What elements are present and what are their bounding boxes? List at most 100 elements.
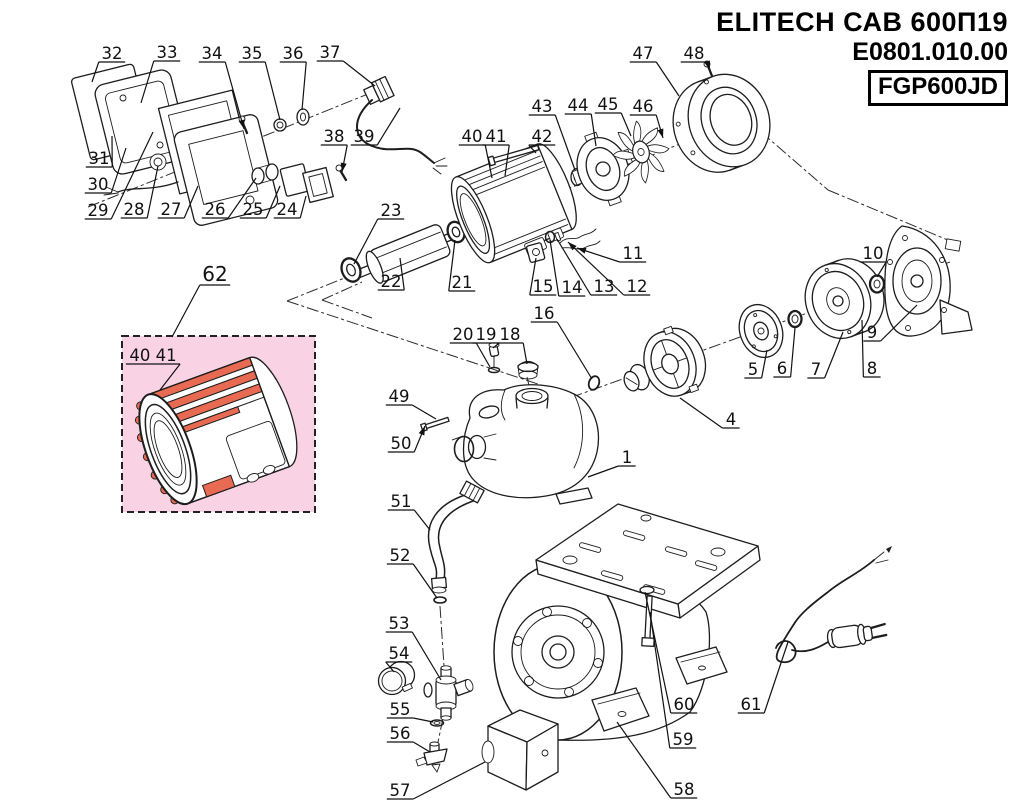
part-label-54: 54 bbox=[385, 644, 413, 673]
pump-body bbox=[420, 342, 601, 505]
cable-gland bbox=[363, 75, 395, 105]
part-label-43: 43 bbox=[528, 97, 576, 171]
svg-text:46: 46 bbox=[633, 97, 654, 116]
part-label-14: 14 bbox=[549, 239, 586, 297]
part-label-13: 13 bbox=[556, 238, 618, 296]
part-label-39: 39 bbox=[350, 107, 401, 146]
svg-text:32: 32 bbox=[102, 44, 123, 63]
inset-stator bbox=[134, 356, 298, 506]
svg-text:6: 6 bbox=[777, 359, 788, 378]
part-label-27: 27 bbox=[157, 185, 199, 219]
part-label-34: 34 bbox=[198, 44, 245, 130]
svg-text:54: 54 bbox=[389, 644, 410, 663]
svg-text:55: 55 bbox=[390, 700, 411, 719]
svg-text:20: 20 bbox=[453, 325, 474, 344]
svg-text:22: 22 bbox=[381, 272, 402, 291]
part-label-23: 23 bbox=[353, 201, 405, 265]
drawing-code: E0801.010.00 bbox=[852, 37, 1008, 66]
hose-and-fittings bbox=[377, 480, 559, 791]
svg-text:53: 53 bbox=[389, 614, 410, 633]
ejector bbox=[623, 325, 707, 397]
svg-text:47: 47 bbox=[633, 44, 654, 63]
svg-text:62: 62 bbox=[202, 262, 227, 286]
svg-text:37: 37 bbox=[320, 43, 341, 62]
svg-text:52: 52 bbox=[390, 546, 411, 565]
svg-text:21: 21 bbox=[452, 273, 473, 292]
svg-text:38: 38 bbox=[324, 127, 345, 146]
svg-text:7: 7 bbox=[811, 360, 822, 379]
part-label-52: 52 bbox=[386, 546, 438, 599]
svg-text:5: 5 bbox=[748, 360, 759, 379]
product-title: ELITECH САВ 600П19 bbox=[716, 7, 1008, 37]
tie-bolt bbox=[487, 144, 540, 167]
svg-text:59: 59 bbox=[673, 730, 694, 749]
part-label-55: 55 bbox=[386, 700, 434, 723]
diffuser-disc bbox=[738, 303, 784, 359]
impeller bbox=[804, 258, 885, 339]
part-label-6: 6 bbox=[773, 327, 796, 378]
svg-text:50: 50 bbox=[391, 434, 412, 453]
svg-text:41: 41 bbox=[486, 127, 507, 146]
svg-text:8: 8 bbox=[867, 359, 878, 378]
svg-text:45: 45 bbox=[598, 95, 619, 114]
part-label-47: 47 bbox=[629, 44, 680, 97]
part-label-33: 33 bbox=[140, 43, 181, 104]
svg-text:31: 31 bbox=[89, 149, 110, 168]
model-code-box: FGP600JD bbox=[867, 70, 1008, 107]
part-label-25: 25 bbox=[239, 185, 281, 219]
impeller-stack bbox=[738, 225, 973, 359]
svg-text:33: 33 bbox=[157, 43, 178, 62]
part-label-30: 30 bbox=[84, 147, 127, 194]
part-label-50: 50 bbox=[387, 425, 426, 453]
svg-text:13: 13 bbox=[594, 277, 615, 296]
part-label-40-41: 40 41 bbox=[125, 346, 181, 391]
svg-text:14: 14 bbox=[562, 278, 583, 297]
pressure-tank bbox=[493, 503, 761, 741]
svg-text:27: 27 bbox=[161, 200, 182, 219]
part-label-8: 8 bbox=[861, 319, 881, 378]
part-label-42: 42 bbox=[528, 127, 556, 154]
svg-text:44: 44 bbox=[568, 96, 589, 115]
svg-text:39: 39 bbox=[354, 127, 375, 146]
part-label-18: 18 bbox=[496, 325, 528, 365]
part-label-10: 10 bbox=[859, 244, 887, 278]
part-label-60: 60 bbox=[644, 591, 698, 714]
fan-cover bbox=[672, 73, 771, 173]
svg-text:16: 16 bbox=[534, 304, 555, 323]
svg-text:19: 19 bbox=[476, 325, 497, 344]
part-label-15: 15 bbox=[529, 257, 557, 296]
part-label-44: 44 bbox=[564, 96, 597, 147]
part-label-58: 58 bbox=[616, 721, 698, 799]
svg-text:9: 9 bbox=[867, 323, 878, 342]
part-label-29: 29 bbox=[84, 131, 154, 220]
part-label-11: 11 bbox=[576, 244, 647, 263]
svg-text:49: 49 bbox=[389, 387, 410, 406]
terminal-box-group bbox=[70, 63, 448, 226]
part-label-21: 21 bbox=[448, 239, 476, 292]
part-label-24: 24 bbox=[273, 195, 307, 219]
part-label-1: 1 bbox=[587, 448, 636, 478]
svg-text:40: 40 bbox=[462, 127, 483, 146]
part-label-22: 22 bbox=[377, 257, 405, 291]
cooling-fan bbox=[612, 120, 670, 184]
tank-foot bbox=[591, 687, 650, 732]
svg-text:25: 25 bbox=[243, 200, 264, 219]
support-bracket bbox=[884, 225, 973, 337]
part-label-57: 57 bbox=[386, 761, 486, 800]
part-label-20: 20 bbox=[449, 325, 491, 368]
drain-valve bbox=[415, 741, 448, 773]
part-label-51: 51 bbox=[387, 492, 431, 531]
svg-text:4: 4 bbox=[726, 410, 737, 429]
title-block: ELITECH САВ 600П19 E0801.010.00 FGP600JD bbox=[716, 7, 1008, 107]
svg-text:28: 28 bbox=[124, 200, 145, 219]
svg-text:40 41: 40 41 bbox=[129, 346, 176, 365]
svg-text:61: 61 bbox=[741, 695, 762, 714]
part-label-40: 40 bbox=[458, 127, 493, 179]
part-label-36: 36 bbox=[279, 44, 307, 111]
part-label-9: 9 bbox=[863, 304, 918, 342]
part-label-4: 4 bbox=[679, 397, 740, 429]
cross-fitting bbox=[423, 665, 474, 721]
pressure-gauge bbox=[377, 660, 416, 696]
svg-text:57: 57 bbox=[390, 781, 411, 800]
